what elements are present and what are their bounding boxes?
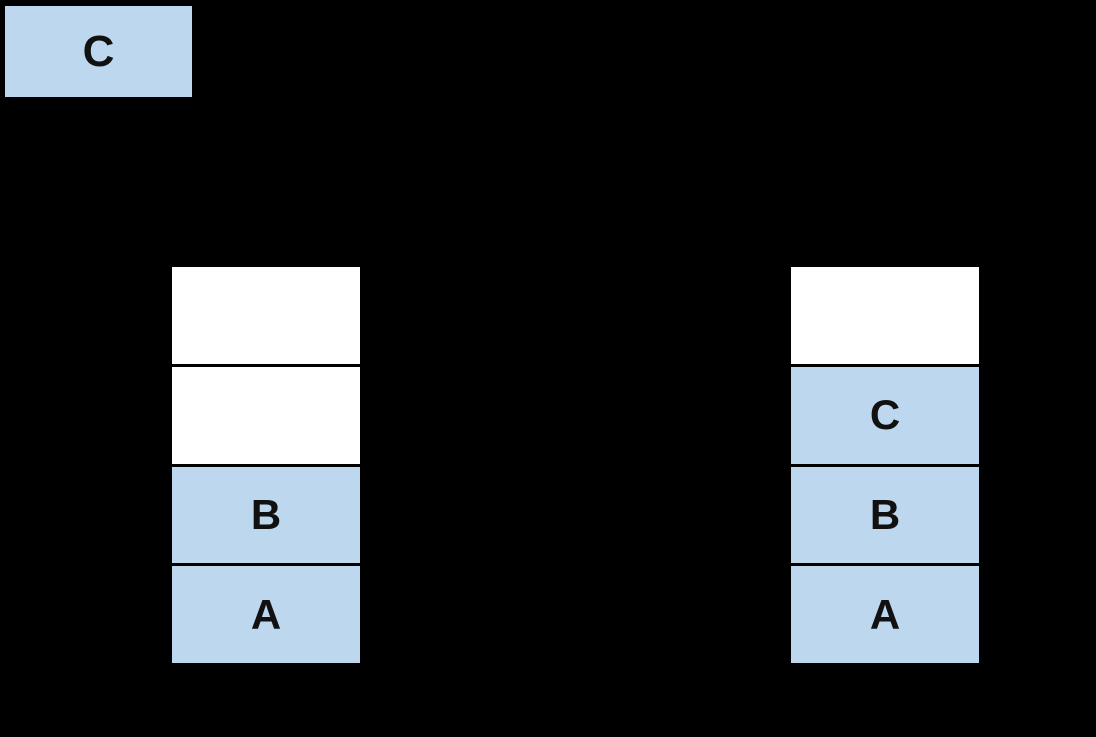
stack-cell-label: B (250, 490, 282, 538)
right-stack-cell-2: B (791, 466, 979, 567)
right-stack-cell-3: A (791, 566, 979, 663)
stack-cell-label: A (869, 590, 901, 638)
left-stack-cell-2: B (172, 466, 360, 567)
right-stack-cell-0 (791, 267, 979, 367)
right-stack-cell-1: C (791, 366, 979, 467)
incoming-value-label: C (82, 26, 115, 76)
stack-cell-label: C (869, 391, 901, 439)
left-stack-cell-0 (172, 267, 360, 367)
incoming-value-box: C (3, 4, 194, 99)
stack-cell-label: A (250, 590, 282, 638)
right-stack: C B A (789, 265, 981, 665)
stack-cell-label: B (869, 490, 901, 538)
left-stack: B A (170, 265, 362, 665)
left-stack-cell-3: A (172, 566, 360, 663)
left-stack-cell-1 (172, 366, 360, 467)
